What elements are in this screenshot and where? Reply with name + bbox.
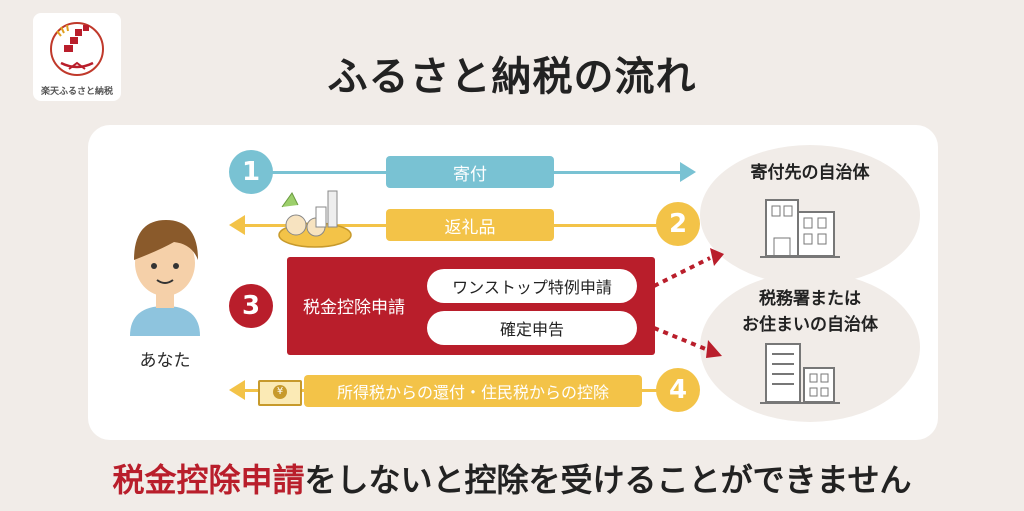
step-4-arrowhead-icon — [229, 380, 245, 400]
step-4-line-right — [640, 389, 662, 392]
step-3-label: 税金控除申請 — [303, 298, 405, 318]
japan-map-logo-icon — [50, 22, 104, 76]
yen-bill-icon: ¥ — [258, 380, 302, 406]
footer-highlight: 税金控除申請 — [112, 461, 305, 499]
step-1-arrowhead-icon — [680, 162, 696, 182]
dotted-arrows-icon — [653, 248, 724, 358]
tax-return-pill: 確定申告 — [427, 311, 637, 345]
step-3-number: 3 — [229, 284, 273, 328]
step-2-number: 2 — [656, 202, 700, 246]
step-2-line-right — [552, 224, 662, 227]
logo-text: 楽天ふるさと納税 — [40, 87, 113, 97]
tax-office-building-icon — [760, 343, 840, 404]
tax-office-label-line2: お住まいの自治体 — [742, 315, 878, 335]
one-stop-special-pill: ワンストップ特例申請 — [427, 269, 637, 303]
step-1-line — [270, 171, 388, 174]
step-1-label: 寄付 — [386, 156, 554, 188]
rakuten-furusato-logo: 楽天ふるさと納税 — [33, 13, 121, 101]
municipal-building-icon — [760, 199, 840, 258]
person-icon — [130, 220, 200, 336]
donation-target-label: 寄付先の自治体 — [750, 163, 870, 183]
tax-deduction-application-box: 税金控除申請 ワンストップ特例申請 確定申告 — [287, 257, 655, 355]
step-1-line-right — [552, 171, 682, 174]
footer-warning: 税金控除申請をしないと控除を受けることができません — [0, 455, 1024, 501]
step-2-arrowhead-icon — [229, 215, 245, 235]
step-1-number: 1 — [229, 150, 273, 194]
footer-rest: をしないと控除を受けることができません — [304, 461, 912, 499]
step-2-label: 返礼品 — [386, 209, 554, 241]
person-label: あなた — [139, 351, 191, 371]
tax-office-label-line1: 税務署または — [759, 289, 861, 309]
step-4-label: 所得税からの還付・住民税からの控除 — [304, 375, 642, 407]
gift-basket-icon — [278, 190, 352, 248]
page-title: ふるさと納税の流れ — [327, 54, 697, 100]
step-4-number: 4 — [656, 368, 700, 412]
